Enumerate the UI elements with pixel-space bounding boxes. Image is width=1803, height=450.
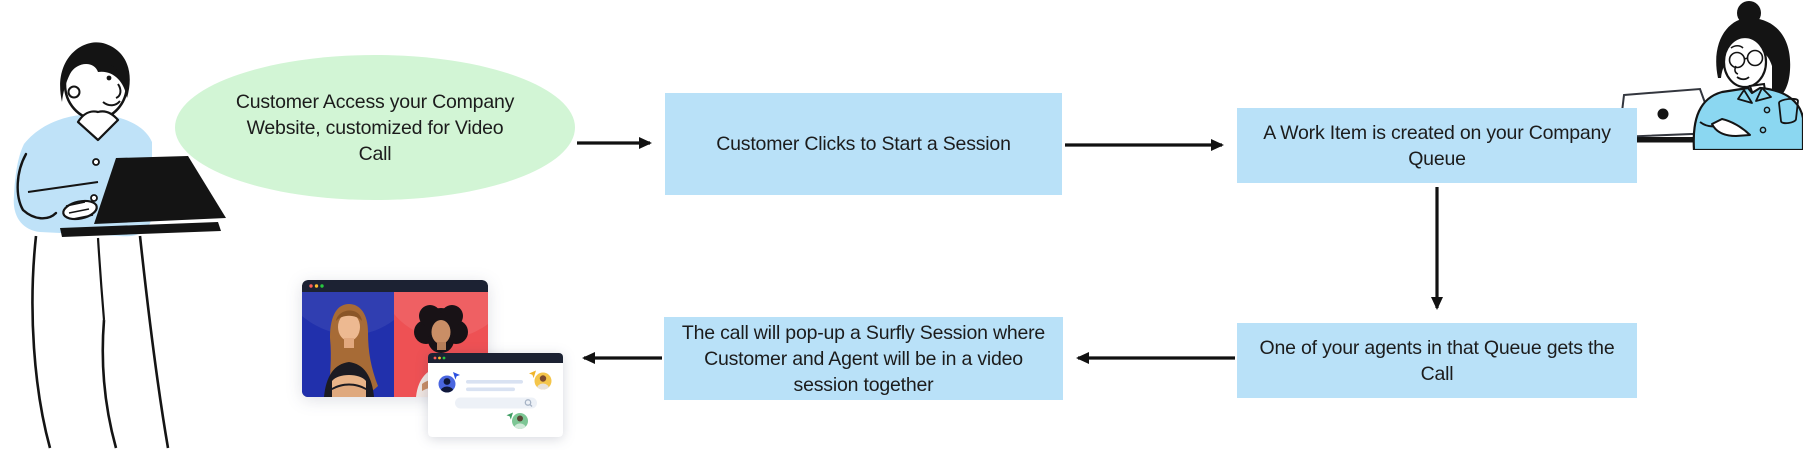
avatar xyxy=(438,372,460,393)
video-panel-left xyxy=(302,292,394,397)
traffic-light-dots-icon xyxy=(309,284,324,288)
node-text-line: The call will pop-up a Surfly Session wh… xyxy=(681,321,1046,344)
customer-laptop xyxy=(60,156,226,237)
participant-customer xyxy=(324,304,378,397)
node-text-line: session together xyxy=(793,373,934,396)
node-text-line: Customer and Agent will be in a video xyxy=(704,347,1023,370)
search-icon xyxy=(524,399,533,407)
node-text-line: Call xyxy=(1420,362,1454,385)
node-text-line: Queue xyxy=(1408,147,1466,170)
cursor-badge-icon xyxy=(529,370,536,379)
avatar xyxy=(529,370,552,390)
cursor-badge-icon xyxy=(506,412,513,420)
session-popup-window xyxy=(428,353,563,437)
traffic-light-dots-icon xyxy=(433,356,446,360)
glasses-icon xyxy=(1728,49,1764,69)
text-placeholder xyxy=(466,387,515,392)
flow-node-agent-gets-call: One of your agents in that Queue gets th… xyxy=(1237,323,1637,398)
text-placeholder xyxy=(466,380,523,384)
node-text-line: Customer Access your Company xyxy=(235,90,515,113)
customer-illustration xyxy=(13,42,226,449)
flow-node-website: Customer Access your Company Website, cu… xyxy=(175,55,575,200)
agent-body xyxy=(1605,1,1803,150)
agent-illustration xyxy=(1605,1,1803,150)
node-text-line: Call xyxy=(358,142,392,165)
search-bar xyxy=(455,397,537,409)
avatar xyxy=(506,412,528,429)
flow-node-click-session: Customer Clicks to Start a Session xyxy=(665,93,1062,195)
node-text-line: One of your agents in that Queue gets th… xyxy=(1259,336,1615,359)
flow-node-surfly-popup: The call will pop-up a Surfly Session wh… xyxy=(664,317,1063,400)
customer-body xyxy=(13,42,226,449)
node-text-line: Customer Clicks to Start a Session xyxy=(716,133,1011,155)
cursor-badge-icon xyxy=(453,372,460,380)
flow-node-work-item: A Work Item is created on your Company Q… xyxy=(1237,108,1637,183)
node-text-line: A Work Item is created on your Company xyxy=(1263,121,1611,144)
node-text-line: Website, customized for Video xyxy=(246,116,504,139)
